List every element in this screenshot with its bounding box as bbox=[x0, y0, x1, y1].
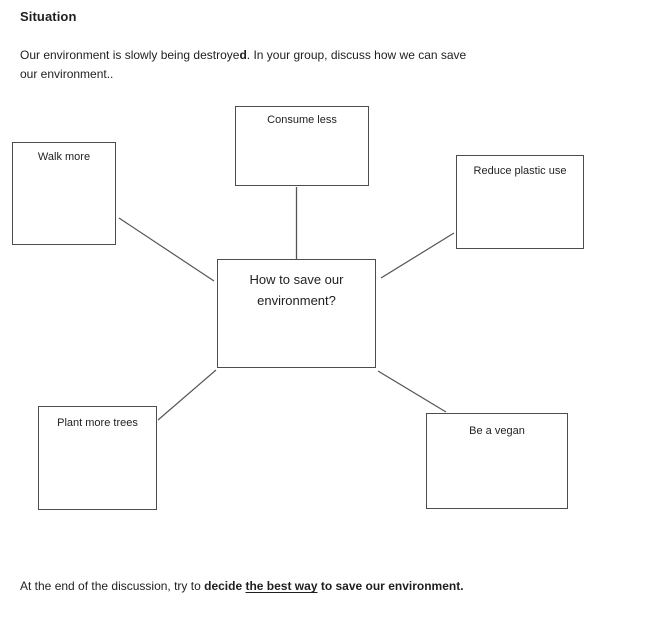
footer-normal-text: At the end of the discussion, try to bbox=[20, 579, 205, 593]
footer-bold-tail: to save our environment. bbox=[317, 579, 464, 593]
intro-line1-bold-char: d bbox=[239, 48, 247, 62]
central-topic-line2: environment? bbox=[257, 293, 336, 308]
intro-line1-regular: Our environment is slowly being destroye bbox=[20, 48, 240, 62]
node-central-topic: How to save our environment? bbox=[217, 259, 376, 368]
node-reduce-plastic-use: Reduce plastic use bbox=[456, 155, 584, 249]
central-topic-line1: How to save our bbox=[249, 272, 344, 287]
footer-bold-decide: decide bbox=[204, 579, 246, 593]
connector-center-to-vegan bbox=[377, 370, 447, 413]
node-walk-more-label: Walk more bbox=[37, 151, 91, 163]
node-plant-more-trees-label: Plant more trees bbox=[57, 417, 138, 429]
node-consume-less: Consume less bbox=[235, 106, 369, 186]
connector-walk-to-center bbox=[118, 217, 215, 282]
node-be-a-vegan: Be a vegan bbox=[426, 413, 568, 509]
intro-line1-rest: . In your group, discuss how we can save bbox=[246, 48, 467, 62]
intro-line2: our environment.. bbox=[20, 67, 114, 81]
connector-center-to-plant bbox=[157, 369, 217, 421]
node-plant-more-trees: Plant more trees bbox=[38, 406, 157, 510]
footer-bold-underlined-phrase: the best way bbox=[245, 579, 318, 593]
node-reduce-plastic-use-label: Reduce plastic use bbox=[473, 165, 567, 177]
footer-instruction: At the end of the discussion, try to dec… bbox=[20, 577, 650, 596]
node-consume-less-label: Consume less bbox=[267, 114, 337, 126]
page-title: Situation bbox=[20, 9, 77, 24]
connector-center-to-reduce bbox=[380, 232, 455, 279]
node-be-a-vegan-label: Be a vegan bbox=[469, 425, 525, 437]
intro-paragraph: Our environment is slowly being destroye… bbox=[20, 46, 620, 84]
node-walk-more: Walk more bbox=[12, 142, 116, 245]
